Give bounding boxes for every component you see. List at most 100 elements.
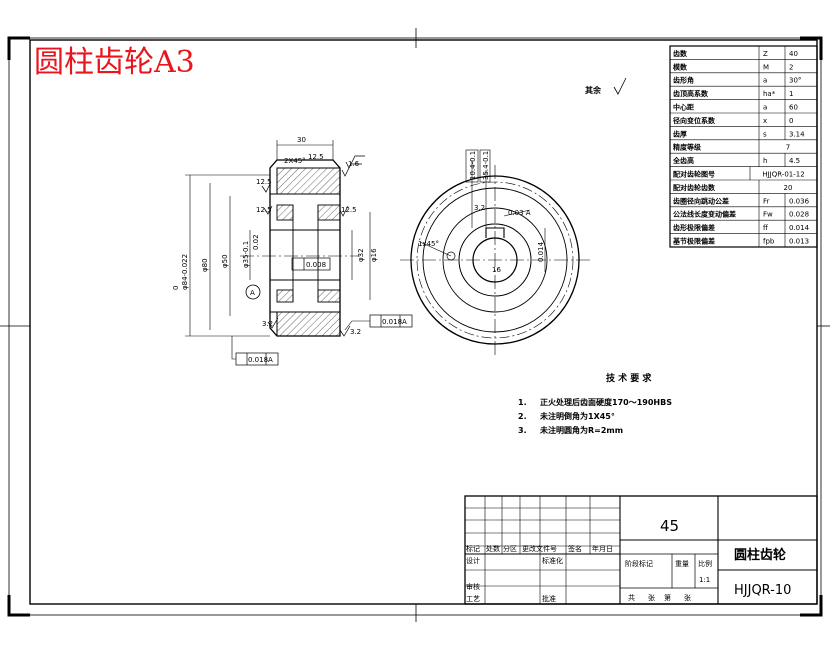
param-value: 0.013 xyxy=(789,238,809,246)
param-value: HJJQR-01-12 xyxy=(762,171,804,179)
param-symbol: x xyxy=(763,117,767,125)
param-name: 精度等级 xyxy=(673,143,702,152)
param-symbol: h xyxy=(763,157,767,165)
tb-craft: 工艺 xyxy=(466,595,480,603)
title-block xyxy=(464,495,818,605)
tb-review: 审核 xyxy=(466,582,480,591)
param-name: 齿厚 xyxy=(673,129,687,138)
tb-scale: 比例 xyxy=(698,559,712,568)
dim-d80-label: φ80 xyxy=(201,258,209,272)
chamfer-label: 2X45° xyxy=(284,157,306,165)
param-symbol: Fw xyxy=(763,211,773,219)
param-value: 4.5 xyxy=(789,157,800,165)
datum-a-label: A xyxy=(250,289,255,297)
rough-c-label: 12.5 xyxy=(256,178,272,186)
tb-drawing-no: HJJQR-10 xyxy=(734,583,791,598)
dim-d50-label: φ50 xyxy=(221,254,229,268)
tech-req-num: 1. xyxy=(518,398,527,407)
tb-design: 设计 xyxy=(466,556,480,565)
param-name: 齿形极限偏差 xyxy=(673,223,715,232)
param-value: 0.028 xyxy=(789,211,809,219)
rough-e-label: 12.5 xyxy=(341,206,357,214)
tb-part-name: 圆柱齿轮 xyxy=(734,547,786,563)
drawing-title: 圆柱齿轮A3 xyxy=(34,45,195,80)
tb-total: 共 xyxy=(628,593,635,602)
outer-frame xyxy=(8,37,822,616)
param-name: 基节极限偏差 xyxy=(672,237,715,246)
tb-weight: 重量 xyxy=(675,560,689,568)
param-value: 0.036 xyxy=(789,197,810,205)
tb-date: 年月日 xyxy=(592,544,613,553)
rough-f-label: 3.2 xyxy=(262,320,273,328)
centre-ticks xyxy=(0,28,830,622)
rough-d-label: 12.5 xyxy=(256,206,272,214)
runout-right-value: 0.018 xyxy=(382,318,402,326)
tb-stage-mark: 阶段标记 xyxy=(625,559,653,568)
tech-req-num: 2. xyxy=(518,412,527,421)
inner-frame xyxy=(29,39,818,605)
tb-mark: 标记 xyxy=(466,544,480,553)
param-value: 0 xyxy=(789,117,793,125)
param-symbol: s xyxy=(763,130,767,138)
param-symbol: Fr xyxy=(763,197,770,205)
param-name: 齿圈径向跳动公差 xyxy=(673,196,729,205)
param-name: 全齿高 xyxy=(672,156,694,165)
param-name: 齿数 xyxy=(673,49,688,58)
dim-bore2-label: φ16 xyxy=(370,248,378,262)
rough-b-label: 1.6 xyxy=(348,160,360,168)
end-key-w-label: 35.4-0.1 xyxy=(482,151,490,180)
tech-req-num: 3. xyxy=(518,426,527,435)
tb-approve: 批准 xyxy=(542,594,556,603)
tb-material: 45 xyxy=(660,517,679,535)
param-value: 40 xyxy=(789,50,798,58)
param-name: 齿形角 xyxy=(673,76,694,85)
end-view xyxy=(400,149,590,355)
param-value: 2 xyxy=(789,63,793,71)
rough-g-label: 3.2 xyxy=(350,328,361,336)
param-name: 齿顶高系数 xyxy=(673,89,709,98)
end-tol-kw-label: 0.03 A xyxy=(508,209,531,217)
param-name: 中心距 xyxy=(673,103,694,112)
param-symbol: a xyxy=(763,104,767,112)
param-name: 配对齿轮齿数 xyxy=(673,183,716,192)
param-symbol: M xyxy=(763,63,769,71)
param-symbol: ff xyxy=(763,224,768,232)
param-value: 3.14 xyxy=(789,130,805,138)
param-name: 模数 xyxy=(673,62,688,71)
end-key-r-label: 3.2 xyxy=(474,204,485,212)
tb-change-doc: 更改文件号 xyxy=(522,544,557,553)
param-value: 0.014 xyxy=(789,224,810,232)
rough-a-label: 12.5 xyxy=(308,153,324,161)
tb-sign: 签名 xyxy=(568,544,582,553)
tb-std: 标准化 xyxy=(542,556,563,565)
param-value: 30° xyxy=(789,77,801,85)
param-symbol: fpb xyxy=(763,238,775,246)
param-name: 公法线长度变动偏差 xyxy=(673,210,736,219)
tech-req-item: 未注明圆角为R=2mm xyxy=(539,425,623,435)
end-len-label: 16 xyxy=(492,266,501,274)
end-key-h-label: 10.4-0.1 xyxy=(469,151,477,180)
end-chamfer-label: 1x45° xyxy=(418,240,439,248)
tol-bore-label: φ35-0.1 xyxy=(242,241,250,268)
param-name: 径向变位系数 xyxy=(673,116,716,125)
end-tol-kw2-label: 0.014 xyxy=(537,241,545,262)
tb-page-sheet: 张 xyxy=(684,593,691,602)
runout-bottom-datum: A xyxy=(268,356,273,364)
tol-002-label: 0.02 xyxy=(252,234,260,250)
roughness-check-icon xyxy=(613,77,627,95)
param-value: 20 xyxy=(784,184,793,192)
roughness-other-label: 其余 xyxy=(585,85,602,95)
runout-bottom-value: 0.018 xyxy=(248,356,268,364)
param-symbol: ha* xyxy=(763,90,776,98)
runout-right-datum: A xyxy=(402,318,407,326)
dim-width-label: 30 xyxy=(297,136,306,144)
corner-marks xyxy=(7,36,823,617)
dim-od-label: 0φ84-0.022 xyxy=(172,254,189,290)
param-value: 60 xyxy=(789,104,798,112)
param-value: 1 xyxy=(789,90,793,98)
flatness-value: 0.008 xyxy=(306,261,326,269)
tb-page: 第 xyxy=(664,593,671,602)
param-name: 配对齿轮图号 xyxy=(673,170,715,179)
